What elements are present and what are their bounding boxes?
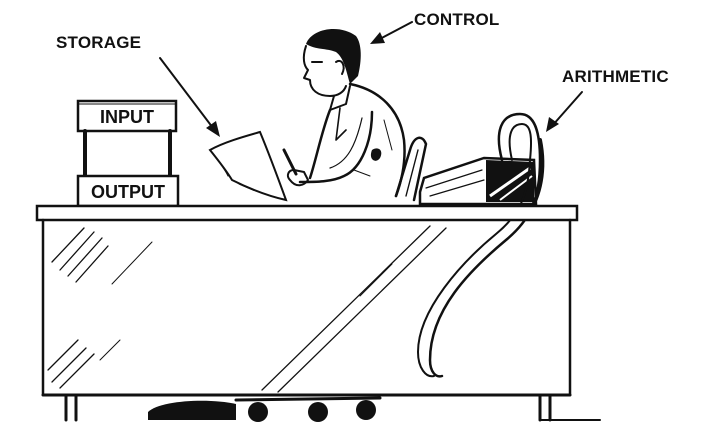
- adding-machine: [420, 158, 536, 204]
- desk: [37, 206, 600, 420]
- arithmetic-arrow: [546, 92, 582, 132]
- control-arrow: [370, 22, 412, 44]
- paper-sheet: [210, 132, 286, 200]
- desk-top: [37, 206, 577, 220]
- control-label: CONTROL: [414, 10, 499, 29]
- chair-base: [148, 398, 380, 422]
- arithmetic-label: ARITHMETIC: [562, 67, 669, 86]
- output-tray-label: OUTPUT: [91, 182, 165, 202]
- storage-label: STORAGE: [56, 33, 141, 52]
- input-tray-label: INPUT: [100, 107, 154, 127]
- tray-stack: INPUT OUTPUT: [78, 101, 178, 206]
- paper-tape: [418, 114, 542, 376]
